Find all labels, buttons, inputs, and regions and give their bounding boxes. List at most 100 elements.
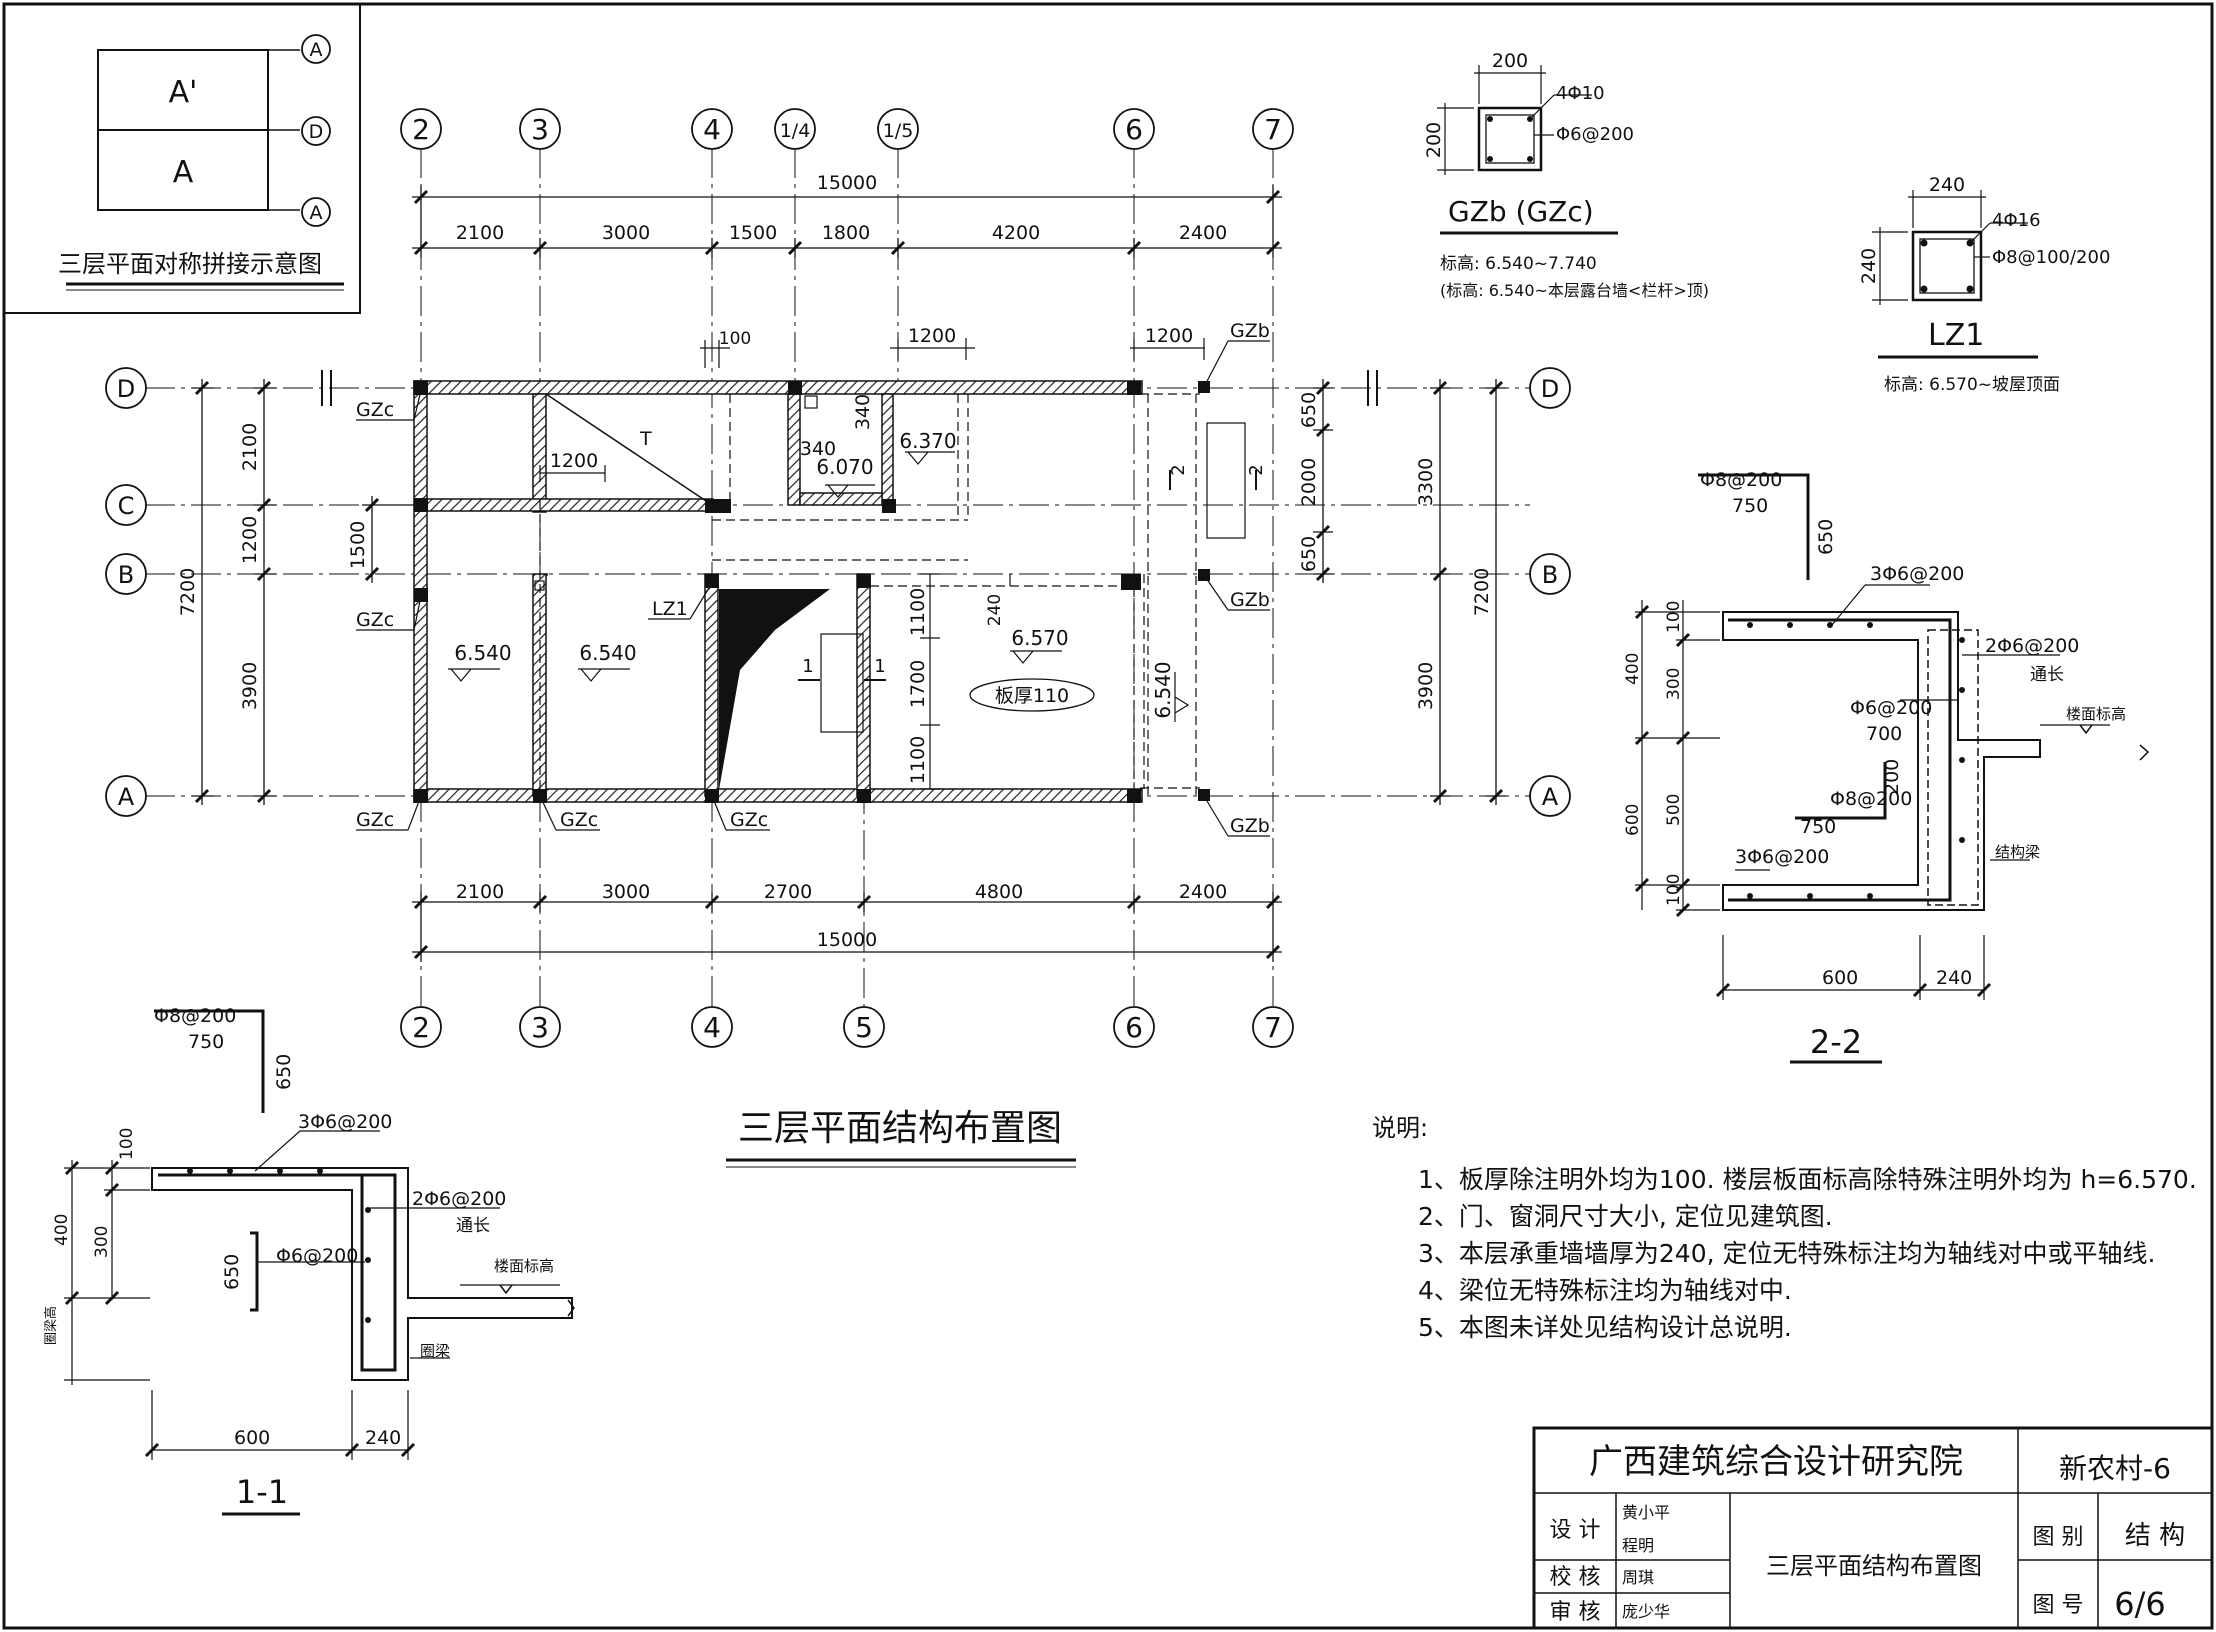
tb-num-label: 图 号 <box>2033 1593 2084 1618</box>
s22-long2: 通长 <box>2030 665 2064 685</box>
dim-bottom-4: 4800 <box>975 881 1023 903</box>
lz1-bars: 4Φ16 <box>1992 210 2041 231</box>
s11-stir: Φ6@200 <box>276 1245 358 1267</box>
s22-mid-len: 750 <box>1800 816 1836 838</box>
s11-top-bar: Φ8@200 <box>154 1005 236 1027</box>
axis-right-B: B <box>1542 561 1558 589</box>
dim-top-2: 3000 <box>602 222 650 244</box>
s22-floor: 楼面标高 <box>2066 705 2126 723</box>
s22-long: 2Φ6@200 <box>1985 635 2079 657</box>
s22-title: 2-2 <box>1810 1023 1862 1061</box>
elev-6070: 6.070 <box>816 455 873 479</box>
dim-1700: 1700 <box>907 660 929 708</box>
s22-dv-100a: 100 <box>1664 601 1684 633</box>
dim-340-v: 340 <box>852 394 874 430</box>
s22-top-len: 750 <box>1732 495 1768 517</box>
tb-drawing-name: 三层平面结构布置图 <box>1766 1552 1982 1580</box>
s22-dh-240: 240 <box>1936 967 1972 989</box>
tb-company: 广西建筑综合设计研究院 <box>1589 1442 1963 1482</box>
cut-2-right: 2 <box>1246 464 1267 475</box>
note-4: 4、梁位无特殊标注均为轴线对中. <box>1418 1276 1792 1305</box>
lz1-name: LZ1 <box>1928 318 1984 353</box>
tb-reviewer: 庞少华 <box>1622 1602 1670 1621</box>
dim-340-h: 340 <box>800 438 836 460</box>
dim-bottom-total: 15000 <box>817 929 877 951</box>
axis-bottom-5: 5 <box>855 1011 873 1044</box>
axis-top-4: 4 <box>703 113 721 146</box>
axis-top-3: 3 <box>531 113 549 146</box>
gzb-note2: (标高: 6.540~本层露台墙<栏杆>顶) <box>1440 281 1709 300</box>
axis-top-2: 2 <box>412 113 430 146</box>
gzb-name: GZb (GZc) <box>1448 195 1594 228</box>
tb-type-label: 图 别 <box>2033 1525 2084 1550</box>
gzb-detail: 200 200 4Φ10 Φ6@200 GZb (GZc) 标高: 6.540~… <box>1423 50 1709 300</box>
cut-1-right: 1 <box>874 656 885 677</box>
s22-dv-100b: 100 <box>1664 874 1684 906</box>
key-plan-title: 三层平面对称拼接示意图 <box>58 250 322 278</box>
tb-designer2: 程明 <box>1622 1536 1654 1555</box>
elev-6540-c: 6.540 <box>1151 661 1175 718</box>
dim-left-sub: 1500 <box>347 521 369 569</box>
s11-beam: 圈梁 <box>420 1342 450 1360</box>
gzb-stirrup: Φ6@200 <box>1556 124 1634 145</box>
gzb-note1: 标高: 6.540~7.740 <box>1440 254 1597 274</box>
dim-top-6: 2400 <box>1179 222 1227 244</box>
dim-bottom-5: 2400 <box>1179 881 1227 903</box>
label-gzc-1: GZc <box>356 399 394 421</box>
tb-type-value: 结 构 <box>2125 1521 2185 1551</box>
tb-review-label: 审 核 <box>1550 1600 1601 1625</box>
dim-right-3: 650 <box>1298 536 1320 572</box>
dim-1200-a: 1200 <box>908 325 956 347</box>
label-gzb-1: GZb <box>1230 320 1270 342</box>
dim-1200-c: 1200 <box>550 450 598 472</box>
dim-top-1: 2100 <box>456 222 504 244</box>
s11-bars1: 3Φ6@200 <box>298 1111 392 1133</box>
dim-1200-b: 1200 <box>1145 325 1193 347</box>
tb-design-label: 设 计 <box>1550 1518 1601 1543</box>
s11-title: 1-1 <box>236 1473 288 1511</box>
note-3: 3、本层承重墙墙厚为240, 定位无特殊标注均为轴线对中或平轴线. <box>1418 1239 2155 1268</box>
key-plan: A D A A' A 三层平面对称拼接示意图 <box>3 3 361 314</box>
dim-left-3: 3900 <box>239 662 261 710</box>
axis-left-C: C <box>118 492 135 520</box>
gzb-dim-side: 200 <box>1423 122 1445 158</box>
axis-left-B: B <box>118 561 134 589</box>
s22-dv-600: 600 <box>1623 804 1643 836</box>
axis-left-D: D <box>117 375 135 403</box>
tb-designer1: 黄小平 <box>1622 1503 1670 1522</box>
dim-bottom-3: 2700 <box>764 881 812 903</box>
s22-dv-400: 400 <box>1623 653 1643 685</box>
s22-stir: Φ6@200 <box>1850 697 1932 719</box>
axis-top-1-5: 1/5 <box>883 120 914 142</box>
s22-dh-600: 600 <box>1822 967 1858 989</box>
s22-bars1: 3Φ6@200 <box>1870 563 1964 585</box>
slab-thickness-note: 板厚110 <box>995 685 1069 707</box>
axis-bottom-6: 6 <box>1125 1011 1143 1044</box>
s22-stir-len: 700 <box>1866 723 1902 745</box>
dim-1100-a: 1100 <box>907 588 929 636</box>
s11-dh-600: 600 <box>234 1427 270 1449</box>
dim-top-3: 1500 <box>729 222 777 244</box>
s11-dv-400: 400 <box>52 1214 72 1246</box>
label-gzb-3: GZb <box>1230 815 1270 837</box>
axis-right-D: D <box>1541 375 1559 403</box>
s22-dv-300: 300 <box>1664 668 1684 700</box>
axis-right-A: A <box>1542 783 1559 811</box>
dim-right-total: 7200 <box>1471 568 1493 616</box>
s11-dh-240: 240 <box>365 1427 401 1449</box>
s11-floor: 楼面标高 <box>494 1257 554 1275</box>
axis-top-7: 7 <box>1264 113 1282 146</box>
label-gzc-5: GZc <box>730 809 768 831</box>
gzb-bars: 4Φ10 <box>1556 83 1605 104</box>
lz1-note: 标高: 6.570~坡屋顶面 <box>1884 375 2060 395</box>
s11-hook: 650 <box>273 1054 295 1090</box>
cut-1-left: 1 <box>802 656 813 677</box>
stair-label: T <box>639 428 652 450</box>
tb-project: 新农村-6 <box>2059 1452 2171 1485</box>
label-gzc-3: GZc <box>356 809 394 831</box>
dim-100: 100 <box>719 329 751 349</box>
axis-top-1-4: 1/4 <box>780 120 811 142</box>
key-bubble-mid: D <box>309 121 324 143</box>
